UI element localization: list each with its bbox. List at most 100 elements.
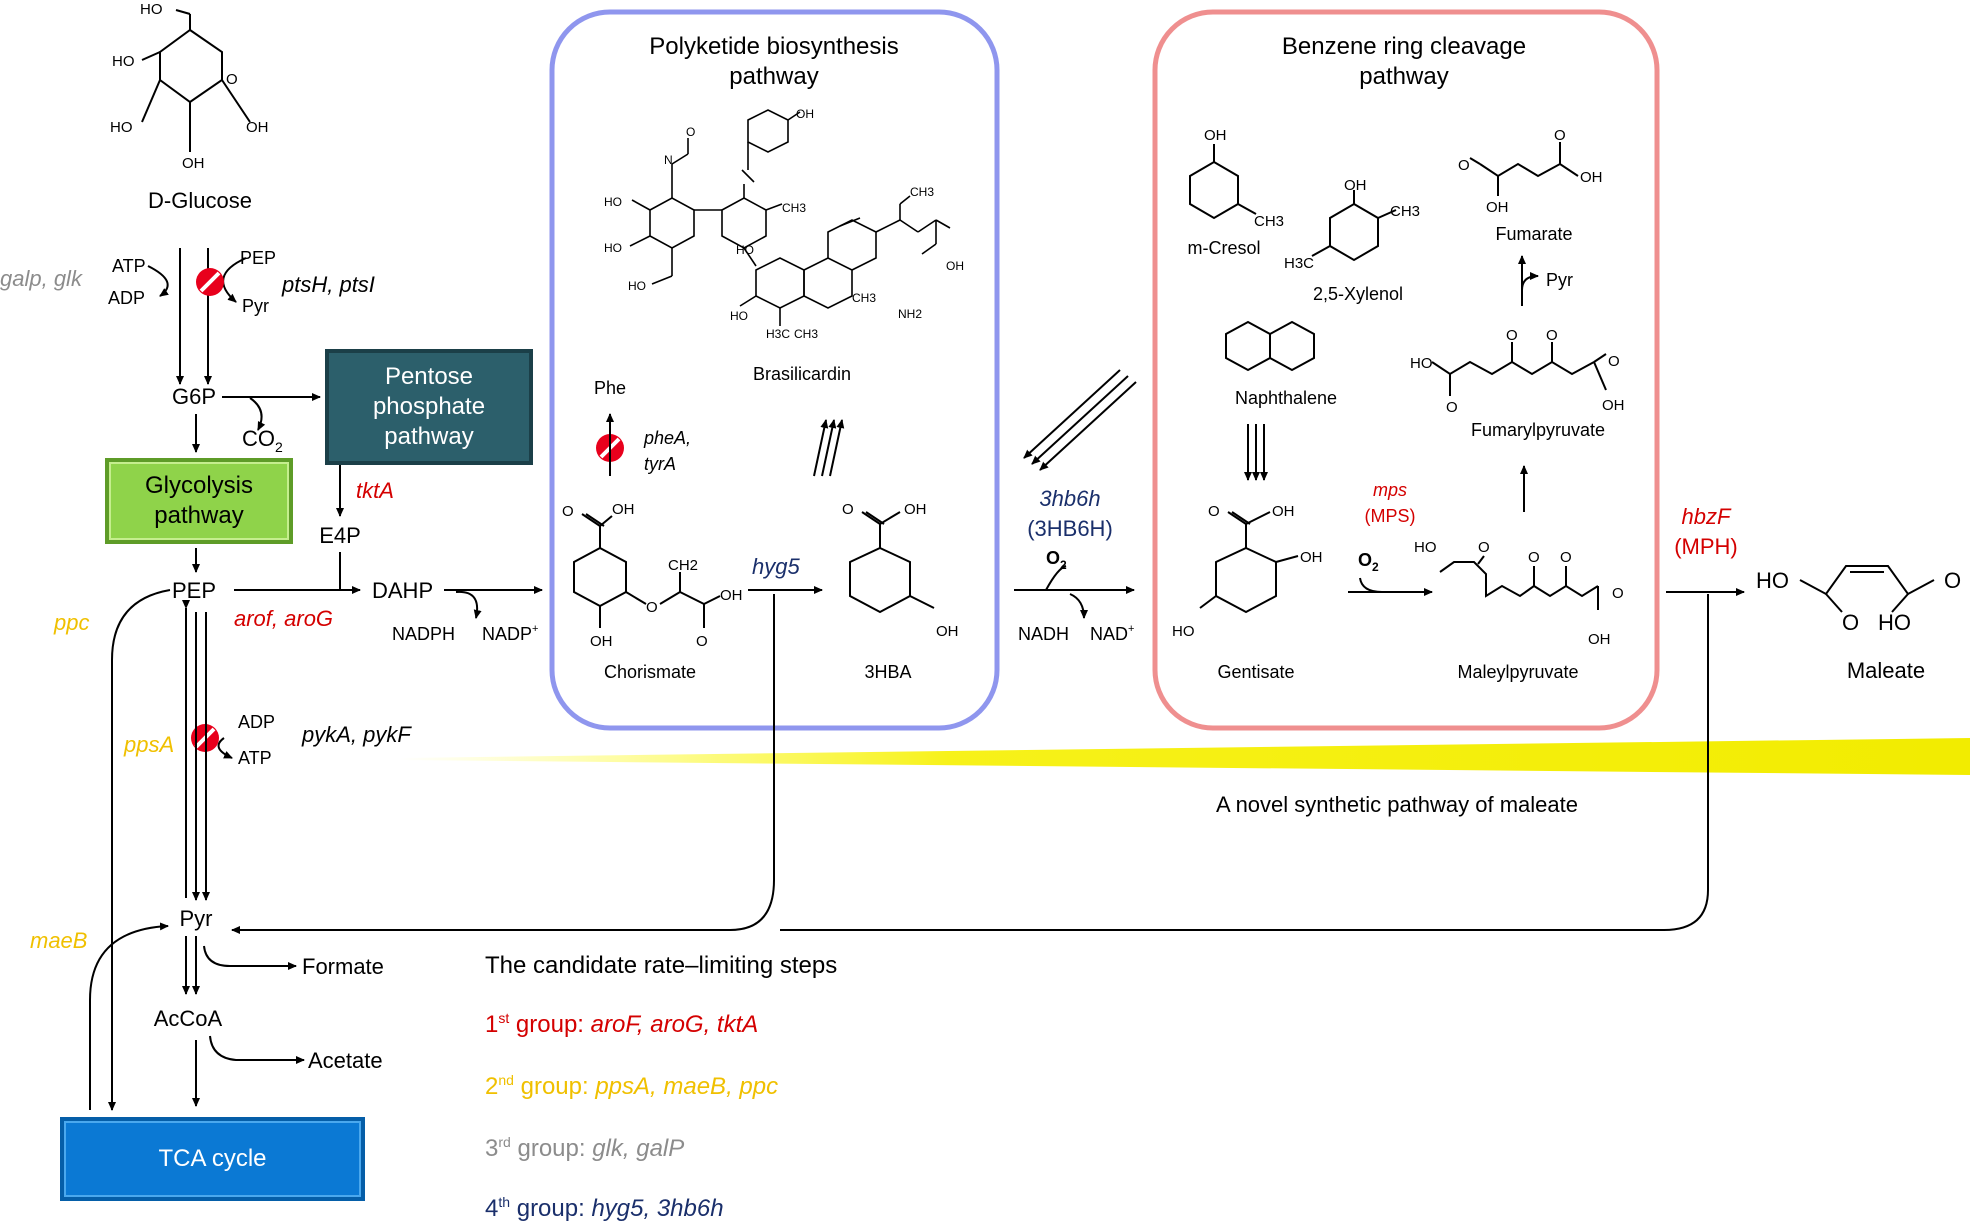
adp-label: ADP xyxy=(108,288,145,308)
hba-structure xyxy=(849,511,935,614)
brasilicardin-ch3-2: CH3 xyxy=(794,327,818,341)
step-2-prefix: group: xyxy=(513,1073,596,1100)
brasilicardin-atoms: OH N O HO HO HO HO CH3 HO H3C CH3 CH3 CH… xyxy=(604,107,964,341)
brasilicardin-acetyl-o: O xyxy=(686,125,695,139)
metabolite-gentisate: Gentisate xyxy=(1217,662,1294,682)
glucose-ring-o: O xyxy=(226,71,238,88)
fumarylpyruvate-oh: OH xyxy=(1602,397,1625,414)
metabolite-formate: Formate xyxy=(302,954,384,979)
step-1-genes: aroF, aroG, tktA xyxy=(590,1011,759,1038)
pep-pyr-arrows xyxy=(182,600,233,901)
gentisate-to-maleylpyruvate-arrow xyxy=(1348,577,1433,596)
metabolite-maleate: Maleate xyxy=(1847,658,1925,683)
novel-pathway-band xyxy=(400,738,1970,775)
maleylpyruvate-o-1: O xyxy=(1478,539,1490,556)
step-group-2: 2nd group: ppsA, maeB, ppc xyxy=(485,1072,778,1101)
metabolite-fumarate: Fumarate xyxy=(1495,224,1572,244)
step-group-1: 1st group: aroF, aroG, tktA xyxy=(485,1010,758,1039)
brasilicardin-n: N xyxy=(664,153,673,167)
hba-o: O xyxy=(842,501,854,518)
metabolite-3hba: 3HBA xyxy=(864,662,911,682)
atp-label: ATP xyxy=(112,256,146,276)
brasilicardin-ho-1: HO xyxy=(604,195,622,209)
metabolite-brasilicardin: Brasilicardin xyxy=(753,364,851,384)
gene-mps: mps xyxy=(1373,480,1407,500)
novel-pathway-caption: A novel synthetic pathway of maleate xyxy=(1216,792,1578,817)
step-2-ordinal: 2 xyxy=(485,1073,499,1100)
gene-phea: pheA, xyxy=(643,428,691,448)
maleylpyruvate-ho: HO xyxy=(1414,539,1437,556)
gene-pyka-pykf: pykA, pykF xyxy=(301,722,412,747)
brasilicardin-h3c: H3C xyxy=(766,327,790,341)
step-3-ordinal: 3 xyxy=(485,1135,499,1162)
step-4-suffix: th xyxy=(498,1194,511,1210)
maleylpyruvate-oh: OH xyxy=(1588,631,1611,648)
gene-hbzf: hbzF xyxy=(1682,504,1732,529)
metabolite-m-cresol: m-Cresol xyxy=(1187,238,1260,258)
glucose-oh-right: OH xyxy=(246,119,269,136)
xylenol-oh: OH xyxy=(1344,177,1367,194)
gene-tkta: tktA xyxy=(356,478,394,503)
gentisate-oh-carboxyl: OH xyxy=(1272,503,1295,520)
o2-label-2: O2 xyxy=(1358,550,1379,574)
benzene-title-line2: pathway xyxy=(1359,63,1448,90)
chorismate-ch2: CH2 xyxy=(668,557,698,574)
chorismate-atoms: O OH OH O CH2 O OH xyxy=(562,501,743,650)
metabolite-g6p: G6P xyxy=(172,384,216,409)
fumarylpyruvate-o-4: O xyxy=(1608,353,1620,370)
polyketide-title-line1: Polyketide biosynthesis xyxy=(649,33,898,60)
pyr-to-accoa-arrows xyxy=(182,936,297,995)
hba-oh-ring: OH xyxy=(936,623,959,640)
accoa-arrows xyxy=(192,1035,305,1107)
xylenol-ch3: CH3 xyxy=(1390,203,1420,220)
pyr-return-arrows xyxy=(231,594,1709,934)
step-3-genes: glk, galP xyxy=(592,1135,685,1162)
chorismate-oh-2: OH xyxy=(590,633,613,650)
brasilicardin-oh-top: OH xyxy=(796,107,814,121)
brasilicardin-ho-2: HO xyxy=(604,241,622,255)
steps-title: The candidate rate–limiting steps xyxy=(485,952,838,979)
gene-galp-glk: galp, glk xyxy=(0,266,83,291)
polyketide-title-line2: pathway xyxy=(729,63,818,90)
pep-tca-ppc-arrow xyxy=(89,589,171,1111)
brasilicardin-cooh: OH xyxy=(946,259,964,273)
glucose-ho-left: HO xyxy=(112,53,135,70)
adp2-label: ADP xyxy=(238,712,275,732)
hba-atoms: O OH OH xyxy=(842,501,959,640)
dahp-to-chorismate-arrow xyxy=(444,586,543,619)
step-group-4: 4th group: hyg5, 3hb6h xyxy=(485,1194,724,1223)
gentisate-structure xyxy=(1199,511,1299,614)
glucose-oh-bottom: OH xyxy=(182,155,205,172)
step-3-prefix: group: xyxy=(510,1135,593,1162)
nadp-label: NADP+ xyxy=(482,623,538,644)
brasilicardin-ho-5: HO xyxy=(730,309,748,323)
metabolite-acetate: Acetate xyxy=(308,1048,383,1073)
maleate-structure xyxy=(1799,565,1935,613)
step-group-3: 3rd group: glk, galP xyxy=(485,1134,684,1163)
fumarylpyruvate-o-1: O xyxy=(1446,399,1458,416)
glucose-ho-top: HO xyxy=(140,1,163,18)
pentose-phosphate-label: Pentose phosphate pathway xyxy=(372,363,486,450)
gene-maeb: maeB xyxy=(30,928,87,953)
m-cresol-structure xyxy=(1189,144,1257,220)
metabolite-e4p: E4P xyxy=(319,523,361,548)
enzyme-mph: (MPH) xyxy=(1674,534,1738,559)
step-1-ordinal: 1 xyxy=(485,1011,499,1038)
glycolysis-box: Glycolysis pathway xyxy=(105,458,293,544)
gene-hyg5: hyg5 xyxy=(752,554,800,579)
step-3-suffix: rd xyxy=(498,1134,511,1150)
step-2-genes: ppsA, maeB, ppc xyxy=(595,1073,779,1100)
maleate-ho-left: HO xyxy=(1756,568,1789,593)
glycolysis-label: Glycolysis pathway xyxy=(144,472,253,529)
gene-tyra-text: tyrA xyxy=(644,454,676,474)
gene-ptsh-ptsi: ptsH, ptsI xyxy=(281,272,375,297)
benzene-module-box xyxy=(1152,9,1660,731)
co2-label: CO2 xyxy=(242,426,283,455)
glucose-to-g6p-arrows xyxy=(147,248,247,385)
maleylpyruvate-o-2: O xyxy=(1528,549,1540,566)
maleate-ho-bottom: HO xyxy=(1878,610,1911,635)
benzene-title-line1: Benzene ring cleavage xyxy=(1282,33,1526,60)
fumarate-o-1: O xyxy=(1458,157,1470,174)
